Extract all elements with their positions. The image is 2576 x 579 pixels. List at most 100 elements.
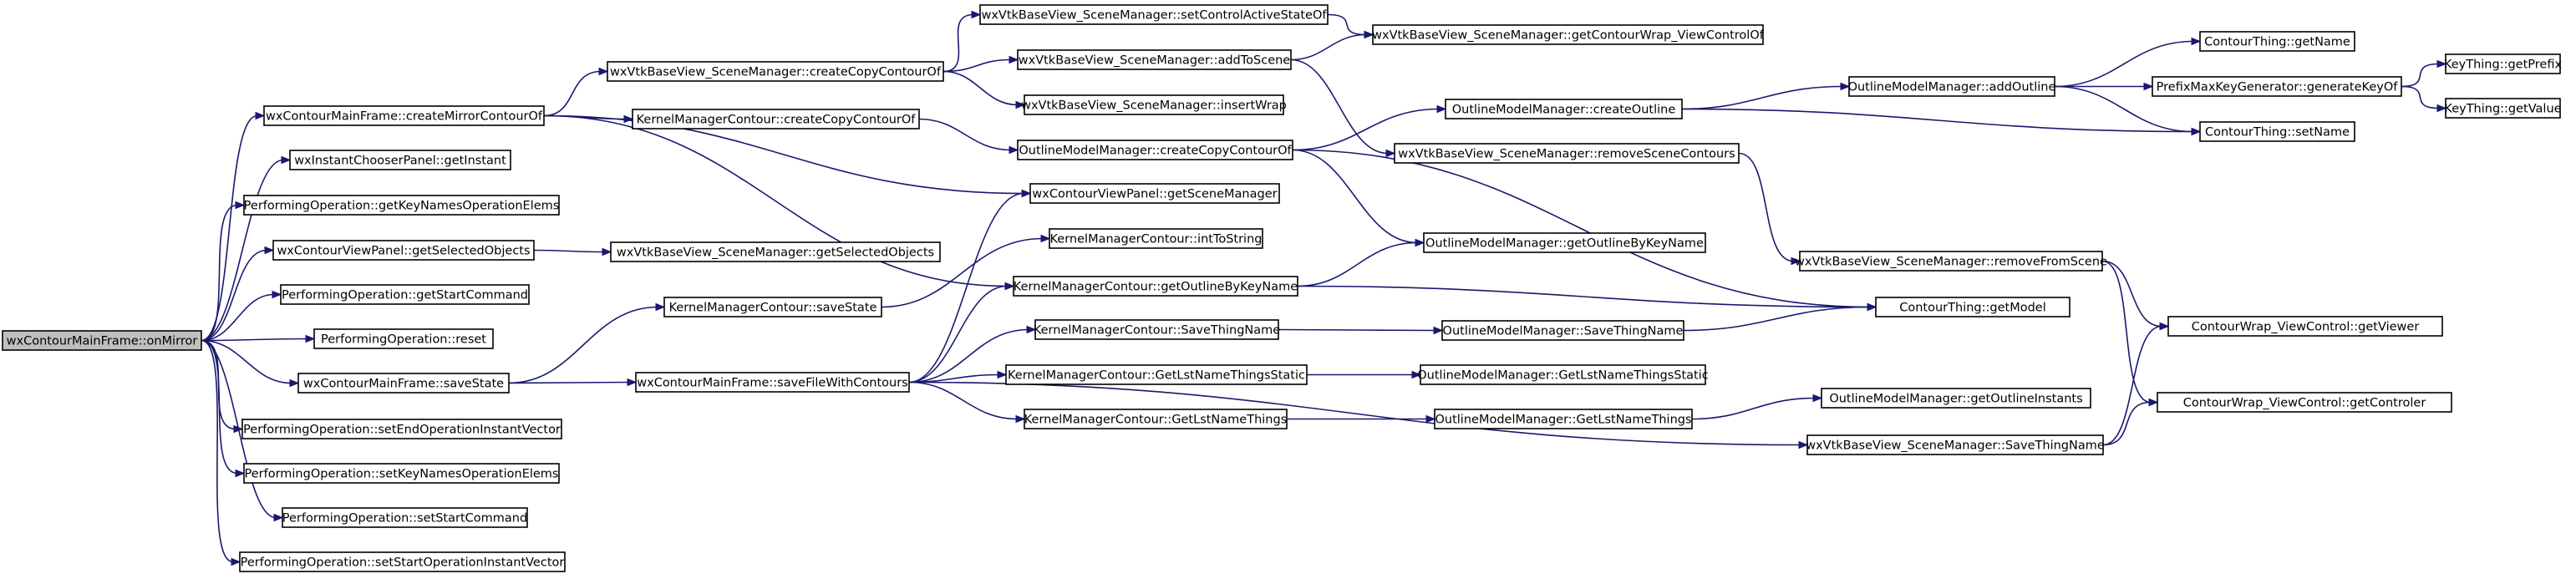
- node-po-set-start[interactable]: PerformingOperation::setStartCommand: [282, 507, 528, 528]
- node-omm-create-outline[interactable]: OutlineModelManager::createOutline: [1445, 99, 1683, 119]
- node-box: [979, 4, 1329, 25]
- call-edge-omm-save-thing-to-ct-get-model: [1683, 306, 1870, 332]
- edge-arrowhead: [627, 378, 638, 387]
- edge-arrowhead: [1411, 370, 1422, 379]
- node-label: wxVtkBaseView_SceneManager::SaveThingNam…: [1806, 439, 2105, 453]
- node-box: [2445, 53, 2561, 74]
- node-label: KernelManagerContour::GetLstNameThings: [1024, 414, 1287, 427]
- call-edge-kmc-get-outline-to-omm-get-outline: [1297, 241, 1418, 287]
- edge-arrowhead: [598, 67, 609, 76]
- call-edge-sm-create-copy-to-sm-set-control: [943, 13, 974, 73]
- node-cw-get-viewer[interactable]: ContourWrap_ViewControl::getViewer: [2167, 316, 2443, 337]
- edge-arrowhead: [1364, 30, 1374, 39]
- node-po-set-start-instant[interactable]: PerformingOperation::setStartOperationIn…: [239, 551, 566, 572]
- node-box: [1017, 49, 1292, 70]
- node-kmc-create-copy[interactable]: KernelManagerContour::createCopyContourO…: [632, 109, 920, 130]
- node-omm-get-instants[interactable]: OutlineModelManager::getOutlineInstants: [1821, 388, 2091, 409]
- call-edge-kmc-save-state-to-kmc-int-to-string: [881, 237, 1044, 308]
- node-sm-create-copy[interactable]: wxVtkBaseView_SceneManager::createCopyCo…: [607, 61, 944, 82]
- call-edge-root-to-cvp-get-selected: [201, 249, 267, 342]
- call-edge-root-to-po-set-start-instant: [201, 339, 234, 563]
- node-sm-remove-scene-contours[interactable]: wxVtkBaseView_SceneManager::removeSceneC…: [1394, 143, 1740, 164]
- call-edge-root-to-po-reset: [201, 338, 308, 342]
- call-edge-sm-remove-from-scene-to-cw-get-controler: [2101, 260, 2152, 404]
- node-mf-save-state[interactable]: wxContourMainFrame::saveState: [297, 373, 510, 394]
- node-sm-get-selected[interactable]: wxVtkBaseView_SceneManager::getSelectedO…: [610, 241, 941, 262]
- node-po-get-start[interactable]: PerformingOperation::getStartCommand: [280, 284, 530, 305]
- node-box: [1024, 94, 1284, 115]
- node-omm-add-outline[interactable]: OutlineModelManager::addOutline: [1848, 76, 2056, 97]
- node-box: [1013, 276, 1298, 297]
- node-box: [280, 284, 530, 305]
- node-sm-remove-from-scene[interactable]: wxVtkBaseView_SceneManager::removeFromSc…: [1795, 251, 2107, 272]
- node-ct-get-model[interactable]: ContourThing::getModel: [1875, 297, 2070, 317]
- node-kmc-get-lst-static[interactable]: KernelManagerContour::GetLstNameThingsSt…: [1005, 364, 1308, 385]
- call-edge-cvp-get-selected-to-sm-get-selected: [533, 249, 605, 253]
- node-sm-get-contour-wrap[interactable]: wxVtkBaseView_SceneManager::getContourWr…: [1372, 24, 1765, 45]
- node-create-mirror[interactable]: wxContourMainFrame::createMirrorContourO…: [263, 105, 545, 126]
- node-box: [1049, 228, 1263, 249]
- node-omm-get-lst[interactable]: OutlineModelManager::GetLstNameThings: [1434, 409, 1693, 429]
- node-label: PerformingOperation::reset: [321, 333, 486, 347]
- node-kmc-save-state[interactable]: KernelManagerContour::saveState: [663, 297, 882, 317]
- node-box: [2157, 392, 2452, 413]
- node-box: [1848, 76, 2055, 97]
- node-omm-save-thing[interactable]: OutlineModelManager::SaveThingName: [1441, 320, 1684, 341]
- node-cvp-get-scene-mgr[interactable]: wxContourViewPanel::getSceneManager: [1029, 183, 1280, 204]
- node-label: KernelManagerContour::getOutlineByKeyNam…: [1014, 281, 1298, 294]
- node-kmc-get-lst[interactable]: KernelManagerContour::GetLstNameThings: [1024, 409, 1288, 429]
- node-kt-get-value[interactable]: KeyThing::getValue: [2444, 98, 2562, 119]
- node-get-instant[interactable]: wxInstantChooserPanel::getInstant: [289, 150, 511, 170]
- node-po-reset[interactable]: PerformingOperation::reset: [313, 328, 494, 349]
- node-label: OutlineModelManager::addOutline: [1848, 81, 2056, 94]
- node-label: KeyThing::getPrefix: [2444, 58, 2563, 72]
- node-label: OutlineModelManager::GetLstNameThingsSta…: [1417, 369, 1709, 383]
- node-po-set-end-instant[interactable]: PerformingOperation::setEndOperationInst…: [241, 419, 562, 439]
- node-po-set-key-names[interactable]: PerformingOperation::setKeyNamesOperatio…: [243, 463, 560, 484]
- node-sm-set-control[interactable]: wxVtkBaseView_SceneManager::setControlAc…: [979, 4, 1329, 25]
- node-mf-save-file[interactable]: wxContourMainFrame::saveFileWithContours: [635, 372, 910, 393]
- node-box: [289, 150, 511, 170]
- node-sm-insert-wrap[interactable]: wxVtkBaseView_SceneManager::insertWrap: [1021, 94, 1287, 115]
- node-box: [635, 372, 910, 393]
- node-kmc-int-to-string[interactable]: KernelManagerContour::intToString: [1049, 228, 1263, 249]
- node-kt-get-prefix[interactable]: KeyThing::getPrefix: [2444, 53, 2563, 74]
- node-omm-create-copy[interactable]: OutlineModelManager::createCopyContourOf: [1017, 140, 1293, 160]
- node-label: PerformingOperation::getStartCommand: [282, 289, 528, 302]
- node-kmc-save-thing[interactable]: KernelManagerContour::SaveThingName: [1034, 319, 1280, 340]
- node-box: [1034, 319, 1279, 340]
- edge-arrowhead: [281, 155, 292, 165]
- edge-arrowhead: [1840, 82, 1851, 91]
- node-cw-get-controler[interactable]: ContourWrap_ViewControl::getControler: [2157, 392, 2452, 413]
- node-sm-save-thing[interactable]: wxVtkBaseView_SceneManager::SaveThingNam…: [1806, 434, 2105, 455]
- node-label: wxContourMainFrame::saveState: [303, 378, 504, 391]
- node-box: [297, 373, 510, 394]
- node-ct-get-name[interactable]: ContourThing::getName: [2199, 31, 2355, 52]
- node-label: wxVtkBaseView_SceneManager::addToScene: [1019, 54, 1291, 68]
- node-ct-set-name[interactable]: ContourThing::setName: [2199, 121, 2355, 142]
- node-label: wxContourViewPanel::getSelectedObjects: [277, 245, 530, 258]
- node-label: wxVtkBaseView_SceneManager::insertWrap: [1021, 99, 1287, 113]
- node-kmc-get-outline[interactable]: KernelManagerContour::getOutlineByKeyNam…: [1013, 276, 1298, 297]
- node-label: PerformingOperation::setEndOperationInst…: [243, 424, 561, 437]
- node-omm-get-outline[interactable]: OutlineModelManager::getOutlineByKeyName: [1423, 232, 1706, 253]
- node-label: ContourThing::setName: [2205, 126, 2350, 140]
- call-edge-pmk-generate-to-kt-get-value: [2401, 85, 2440, 109]
- node-label: OutlineModelManager::createCopyContourOf: [1019, 145, 1292, 158]
- node-cvp-get-selected[interactable]: wxContourViewPanel::getSelectedObjects: [272, 240, 535, 261]
- node-omm-get-lst-static[interactable]: OutlineModelManager::GetLstNameThingsSta…: [1417, 364, 1709, 385]
- edge-arrowhead: [655, 302, 666, 312]
- node-label: wxContourMainFrame::onMirror: [7, 335, 198, 348]
- node-box: [282, 507, 528, 528]
- call-edge-sm-set-control-to-sm-get-contour-wrap: [1327, 13, 1367, 36]
- node-root[interactable]: wxContourMainFrame::onMirror: [2, 330, 202, 351]
- node-sm-add-to-scene[interactable]: wxVtkBaseView_SceneManager::addToScene: [1017, 49, 1292, 70]
- call-edge-mf-save-file-to-sm-save-thing: [908, 381, 1801, 446]
- call-edge-omm-get-lst-to-omm-get-instants: [1691, 397, 1816, 420]
- edge-arrowhead: [273, 513, 284, 522]
- edge-arrowhead: [2436, 104, 2447, 113]
- node-po-get-key-names[interactable]: PerformingOperation::getKeyNamesOperatio…: [243, 195, 560, 216]
- edge-arrowhead: [2436, 59, 2447, 69]
- node-pmk-generate[interactable]: PrefixMaxKeyGenerator::generateKeyOf: [2152, 76, 2402, 97]
- node-box: [1799, 251, 2103, 272]
